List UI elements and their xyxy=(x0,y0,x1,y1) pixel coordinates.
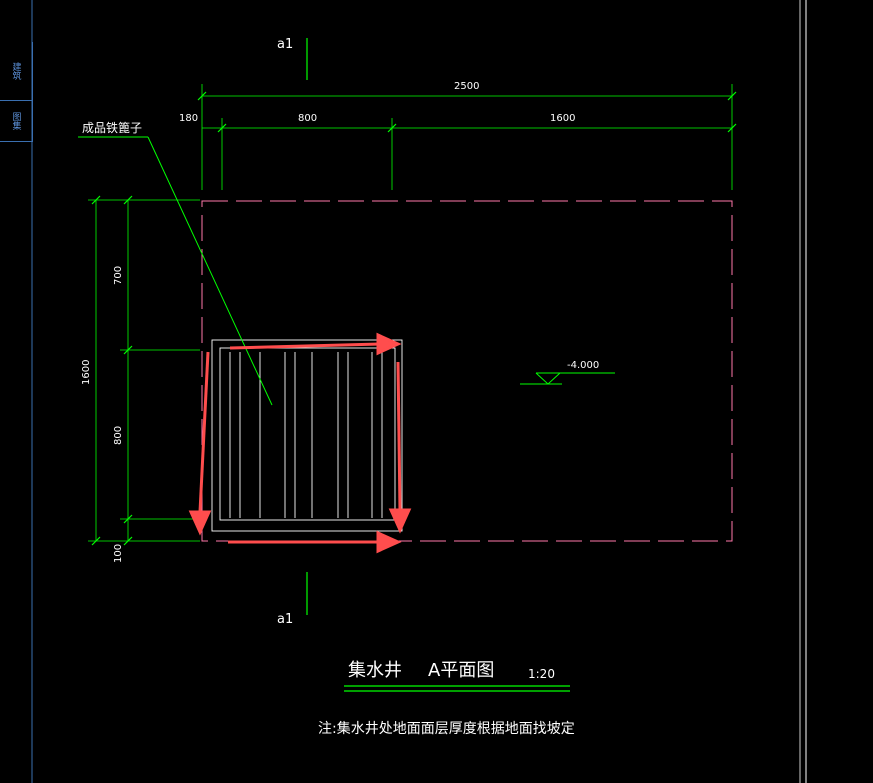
leader-label: 成品铁篦子 xyxy=(82,120,142,135)
dimension-top xyxy=(197,84,737,190)
dim-left-top: 700 xyxy=(113,266,124,285)
dim-top-right: 1600 xyxy=(550,113,575,124)
elevation-symbol xyxy=(520,372,615,385)
steel-grate xyxy=(211,339,403,532)
section-mark-top: a1 xyxy=(277,37,293,52)
title-main: 集水井 xyxy=(348,660,402,681)
drawing-note: 注:集水井处地面面层厚度根据地面找坡定 xyxy=(318,720,575,737)
pit-outline xyxy=(201,200,733,542)
dim-top-mid: 800 xyxy=(298,113,317,124)
title-sub: A平面图 xyxy=(428,660,494,681)
title-scale: 1:20 xyxy=(528,667,555,681)
annotation-arrows xyxy=(188,332,412,554)
leader-line xyxy=(147,136,273,406)
sidebar-tab-label: 图集 xyxy=(10,112,21,130)
section-mark-bottom: a1 xyxy=(277,612,293,627)
sidebar-tab-label: 建筑 xyxy=(10,62,21,80)
dim-left-mid: 800 xyxy=(113,426,124,445)
elevation-label: -4.000 xyxy=(567,360,599,371)
dim-left-bottom: 100 xyxy=(113,544,124,563)
dim-top-left: 180 xyxy=(179,113,198,124)
dim-left-total: 1600 xyxy=(81,360,92,385)
dimension-left xyxy=(88,195,200,546)
dim-top-total: 2500 xyxy=(454,81,479,92)
